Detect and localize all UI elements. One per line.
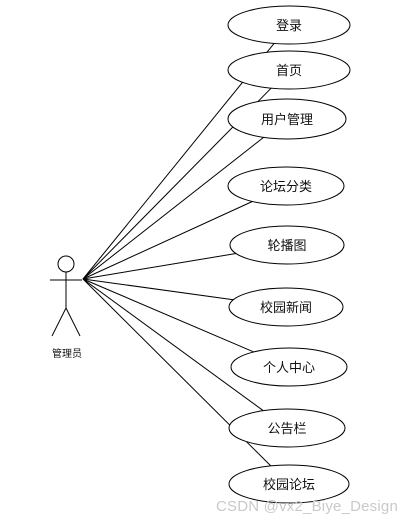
association-line <box>82 253 237 280</box>
use-case: 用户管理 <box>227 98 347 140</box>
use-case-ellipse <box>227 166 345 206</box>
use-case-label: 登录 <box>276 19 302 34</box>
actor-right-leg <box>65 307 81 337</box>
use-case-ellipse <box>228 408 346 448</box>
use-case: 登录 <box>227 5 351 45</box>
use-case-label: 个人中心 <box>263 361 315 376</box>
use-case: 校园新闻 <box>228 287 344 327</box>
association-line <box>82 278 254 353</box>
actor-left-leg <box>51 307 67 337</box>
use-case: 论坛分类 <box>227 166 345 206</box>
use-case-label: 校园新闻 <box>260 300 312 316</box>
use-case-ellipse <box>228 287 344 327</box>
use-case: 个人中心 <box>230 347 348 387</box>
use-case-ellipse <box>227 50 351 90</box>
use-case-ellipse <box>228 464 350 504</box>
use-case-ellipse <box>229 225 345 265</box>
use-case-label: 首页 <box>276 64 302 79</box>
use-case-label: 校园论坛 <box>263 477 315 493</box>
use-case: 轮播图 <box>229 225 345 265</box>
association-line <box>82 201 253 280</box>
association-line <box>82 278 264 412</box>
use-case-ellipse <box>230 347 348 387</box>
actor-label: 管理员 <box>52 347 82 360</box>
watermark: CSDN @vx2_Biye_Design <box>216 498 398 515</box>
actor-administrator <box>50 255 82 337</box>
use-case: 公告栏 <box>228 408 346 448</box>
association-line <box>82 137 264 280</box>
association-line <box>82 278 234 301</box>
use-case-ellipse <box>227 98 347 140</box>
actor-head <box>57 255 75 273</box>
use-case: 首页 <box>227 50 351 90</box>
use-case-label: 公告栏 <box>267 422 306 437</box>
use-case-label: 轮播图 <box>267 239 306 254</box>
use-case-label: 论坛分类 <box>260 180 312 195</box>
use-case: 校园论坛 <box>228 464 350 504</box>
use-case-ellipse <box>227 5 351 45</box>
use-case-label: 用户管理 <box>261 112 313 128</box>
